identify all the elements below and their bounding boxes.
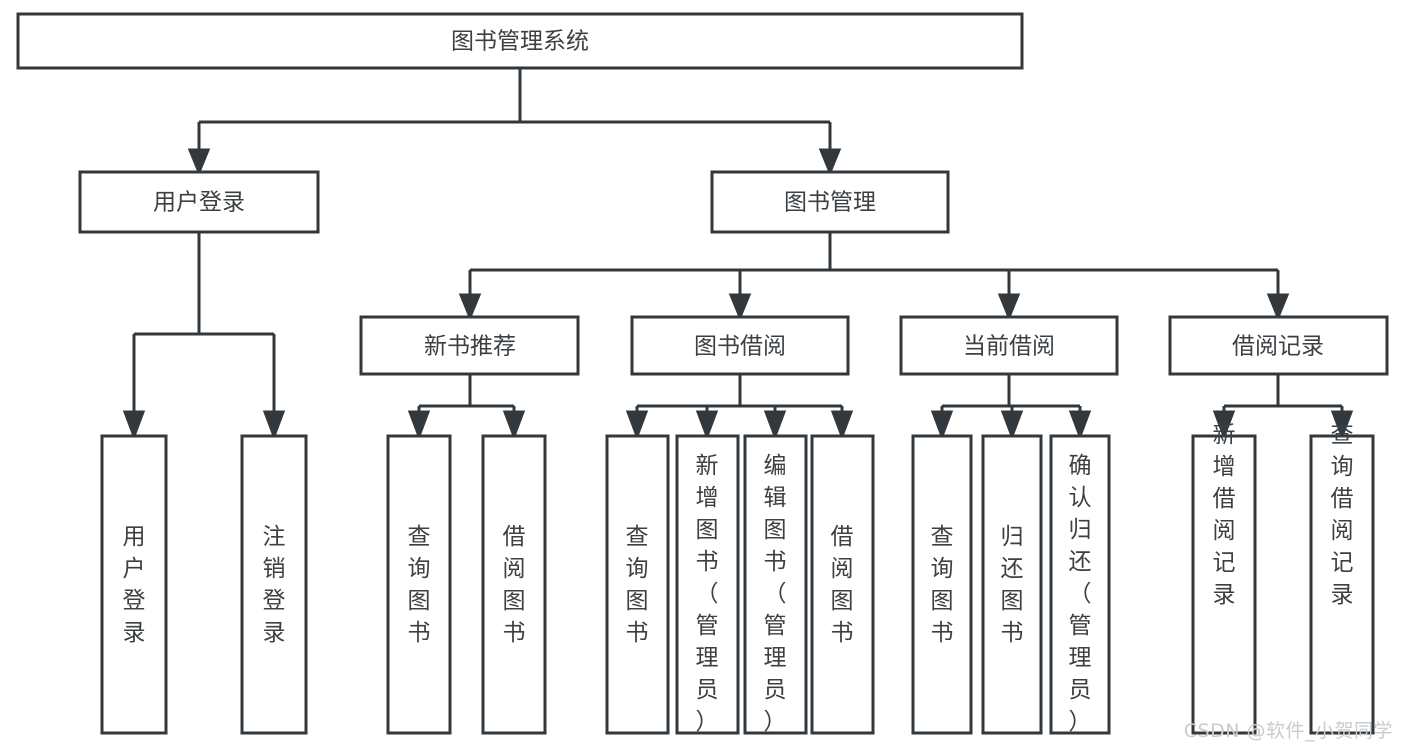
node-leaf-query-book-1-label: 查询图书	[408, 524, 431, 646]
node-leaf-query-record-box[interactable]	[1309, 434, 1375, 735]
arrowhead-leaf-return-book	[1000, 410, 1024, 441]
node-leaf-user-login-label: 用户登录	[123, 524, 146, 646]
node-leaf-confirm-return[interactable]: 确认归还（管理员）	[1049, 434, 1111, 735]
node-book-borrow-label: 图书借阅	[694, 334, 786, 360]
arrowhead-leaf-query-book-3	[930, 410, 954, 441]
node-leaf-return-book[interactable]: 归还图书	[981, 434, 1043, 735]
node-current-borrow-label: 当前借阅	[963, 334, 1055, 360]
node-leaf-confirm-return-label: 确认归还（管理员）	[1069, 453, 1092, 735]
node-root-label: 图书管理系统	[451, 29, 589, 55]
arrowhead-leaf-query-book-2	[625, 410, 649, 441]
node-root-box[interactable]	[16, 12, 1024, 70]
node-book-manage[interactable]: 图书管理	[710, 170, 950, 234]
arrowhead-leaf-borrow-book-1	[502, 410, 526, 441]
node-new-book-rec-box[interactable]	[359, 315, 580, 376]
arrowhead-leaf-user-login	[122, 410, 146, 441]
node-leaf-borrow-book-2[interactable]: 借阅图书	[810, 434, 875, 735]
node-new-book-rec[interactable]: 新书推荐	[359, 315, 580, 376]
node-root[interactable]: 图书管理系统	[16, 12, 1024, 70]
node-leaf-borrow-book-1[interactable]: 借阅图书	[481, 434, 547, 735]
arrowhead-current-borrow	[997, 293, 1021, 321]
node-leaf-borrow-book-1-label: 借阅图书	[503, 524, 526, 646]
node-layer: 图书管理系统 用户登录 图书管理 新书推荐 图书借阅 当前	[16, 12, 1389, 735]
node-leaf-user-login-box[interactable]	[100, 434, 168, 735]
arrowhead-leaf-logout	[262, 410, 286, 441]
node-user-login[interactable]: 用户登录	[78, 170, 320, 234]
arrowhead-leaf-edit-book	[763, 410, 787, 441]
arrowhead-leaf-query-record	[1330, 410, 1354, 441]
node-user-login-label: 用户登录	[153, 190, 245, 216]
node-book-borrow[interactable]: 图书借阅	[630, 315, 850, 376]
node-leaf-logout[interactable]: 注销登录	[240, 434, 308, 735]
arrowhead-leaf-query-book-1	[407, 410, 431, 441]
node-new-book-rec-label: 新书推荐	[424, 334, 516, 360]
node-book-manage-label: 图书管理	[784, 190, 876, 216]
node-leaf-query-book-3-box[interactable]	[911, 434, 973, 735]
node-leaf-logout-label: 注销登录	[263, 524, 286, 646]
node-leaf-query-book-2-box[interactable]	[605, 434, 670, 735]
arrowhead-book-manage	[818, 148, 842, 176]
node-leaf-borrow-book-2-label: 借阅图书	[831, 524, 854, 646]
node-leaf-borrow-book-1-box[interactable]	[481, 434, 547, 735]
node-leaf-add-record-label: 新增借阅记录	[1213, 422, 1236, 608]
arrowhead-leaf-add-book	[695, 410, 719, 441]
arrowhead-user-login	[187, 148, 211, 176]
node-leaf-edit-book-label: 编辑图书（管理员）	[764, 453, 787, 735]
node-leaf-query-record-label: 查询借阅记录	[1331, 422, 1354, 608]
node-leaf-user-login[interactable]: 用户登录	[100, 434, 168, 735]
node-leaf-edit-book-box[interactable]	[743, 434, 808, 735]
node-leaf-query-book-2-label: 查询图书	[626, 524, 649, 646]
node-book-borrow-box[interactable]	[630, 315, 850, 376]
node-leaf-add-book-label: 新增图书（管理员）	[696, 453, 719, 735]
arrowhead-leaf-borrow-book-2	[830, 410, 854, 441]
node-leaf-query-book-3-label: 查询图书	[931, 524, 954, 646]
connector-layer	[122, 68, 1354, 441]
node-leaf-borrow-book-2-box[interactable]	[810, 434, 875, 735]
node-borrow-record[interactable]: 借阅记录	[1168, 315, 1389, 376]
node-leaf-return-book-box[interactable]	[981, 434, 1043, 735]
node-leaf-edit-book[interactable]: 编辑图书（管理员）	[743, 434, 808, 735]
node-borrow-record-label: 借阅记录	[1232, 334, 1324, 360]
node-leaf-query-book-1[interactable]: 查询图书	[386, 434, 452, 735]
node-current-borrow[interactable]: 当前借阅	[899, 315, 1119, 376]
node-leaf-add-record[interactable]: 新增借阅记录	[1191, 422, 1257, 735]
arrowhead-leaf-confirm-return	[1068, 410, 1092, 441]
node-leaf-add-book[interactable]: 新增图书（管理员）	[675, 434, 740, 735]
node-leaf-query-record[interactable]: 查询借阅记录	[1309, 422, 1375, 735]
node-leaf-add-record-box[interactable]	[1191, 434, 1257, 735]
node-book-manage-box[interactable]	[710, 170, 950, 234]
node-leaf-query-book-3[interactable]: 查询图书	[911, 434, 973, 735]
node-leaf-return-book-label: 归还图书	[1001, 524, 1024, 646]
node-current-borrow-box[interactable]	[899, 315, 1119, 376]
arrowhead-book-borrow	[728, 293, 752, 321]
node-leaf-add-book-box[interactable]	[675, 434, 740, 735]
arrowhead-new-book-rec	[458, 293, 482, 321]
node-leaf-confirm-return-box[interactable]	[1049, 434, 1111, 735]
node-borrow-record-box[interactable]	[1168, 315, 1389, 376]
node-leaf-query-book-2[interactable]: 查询图书	[605, 434, 670, 735]
node-leaf-query-book-1-box[interactable]	[386, 434, 452, 735]
arrowhead-leaf-add-record	[1212, 410, 1236, 441]
node-leaf-logout-box[interactable]	[240, 434, 308, 735]
arrowhead-borrow-record	[1266, 293, 1290, 321]
node-user-login-box[interactable]	[78, 170, 320, 234]
